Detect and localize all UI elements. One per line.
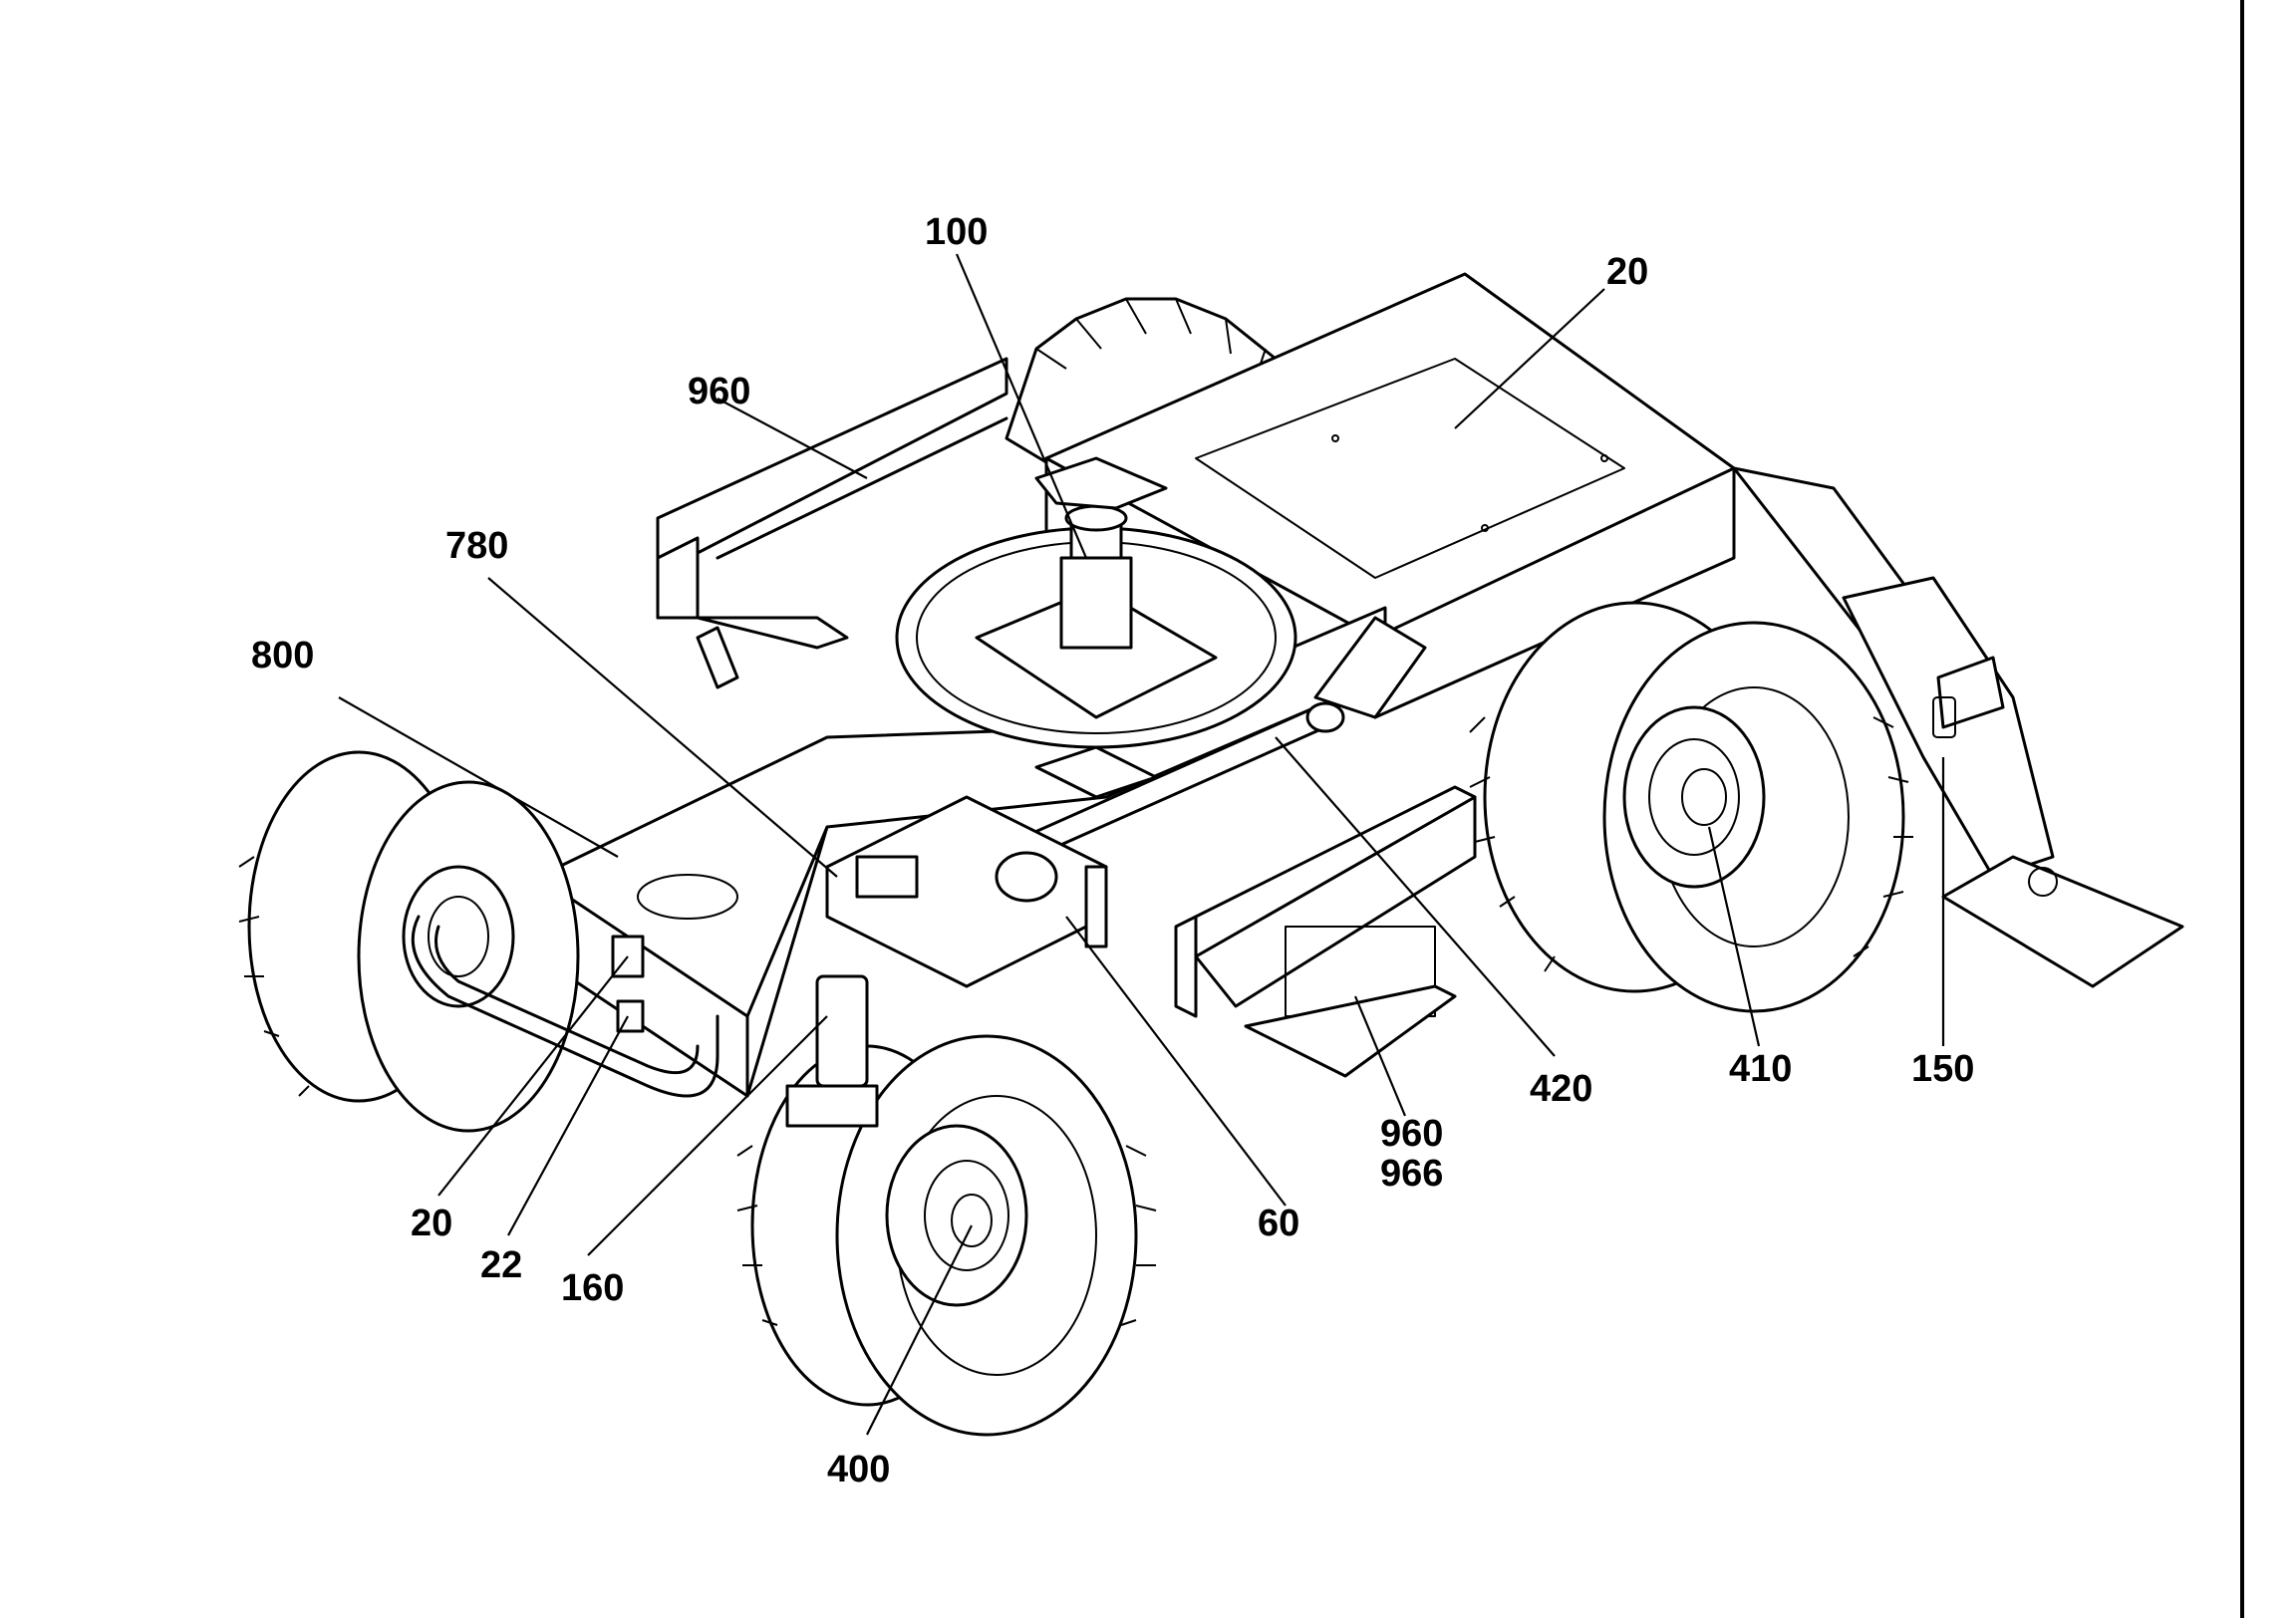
leader-410 [1707, 826, 1761, 1047]
front-tool-box [1174, 785, 1477, 1078]
callout-410: 410 [1729, 1048, 1792, 1090]
slewing-ring [895, 456, 1297, 799]
left-rear-tire-pair [238, 750, 580, 1133]
leader-420 [1275, 736, 1556, 1057]
front-left-tire-pair [736, 1034, 1157, 1437]
callout-400: 400 [827, 1449, 890, 1490]
callout-150: 150 [1911, 1048, 1974, 1090]
leader-780 [487, 577, 838, 878]
callout-20-bottom: 20 [411, 1203, 452, 1244]
leader-lines [338, 253, 1945, 1436]
callout-60: 60 [1258, 1203, 1299, 1244]
callout-160: 160 [561, 1267, 624, 1309]
callout-800: 800 [251, 635, 314, 676]
callout-labels: 100 20 960 780 800 420 410 150 960 966 6… [251, 211, 1974, 1490]
leader-960a [717, 398, 868, 479]
callout-960-bottom: 960 [1380, 1113, 1443, 1155]
leader-22 [507, 1015, 629, 1236]
callout-960-top: 960 [688, 371, 750, 412]
callout-22: 22 [480, 1244, 522, 1286]
leader-800 [338, 696, 619, 858]
callout-420: 420 [1530, 1068, 1592, 1110]
front-axle-gearbox [825, 795, 1108, 988]
leader-100 [955, 253, 1088, 559]
rear-stabiliser-beam [656, 357, 1008, 689]
leader-20a [1454, 288, 1605, 429]
dozer-blade-arm [1732, 466, 2184, 988]
callout-20-top: 20 [1606, 251, 1648, 293]
right-rear-tire-pair [1469, 601, 1913, 1013]
leader-400 [866, 1224, 973, 1436]
leader-20b [437, 955, 629, 1197]
steering-cylinder [785, 974, 879, 1128]
leader-960b [1353, 995, 1407, 1117]
callout-780: 780 [445, 525, 508, 567]
leader-160 [587, 1015, 828, 1256]
callout-100: 100 [925, 211, 988, 253]
leader-60 [1065, 916, 1287, 1207]
callout-966: 966 [1380, 1153, 1443, 1195]
